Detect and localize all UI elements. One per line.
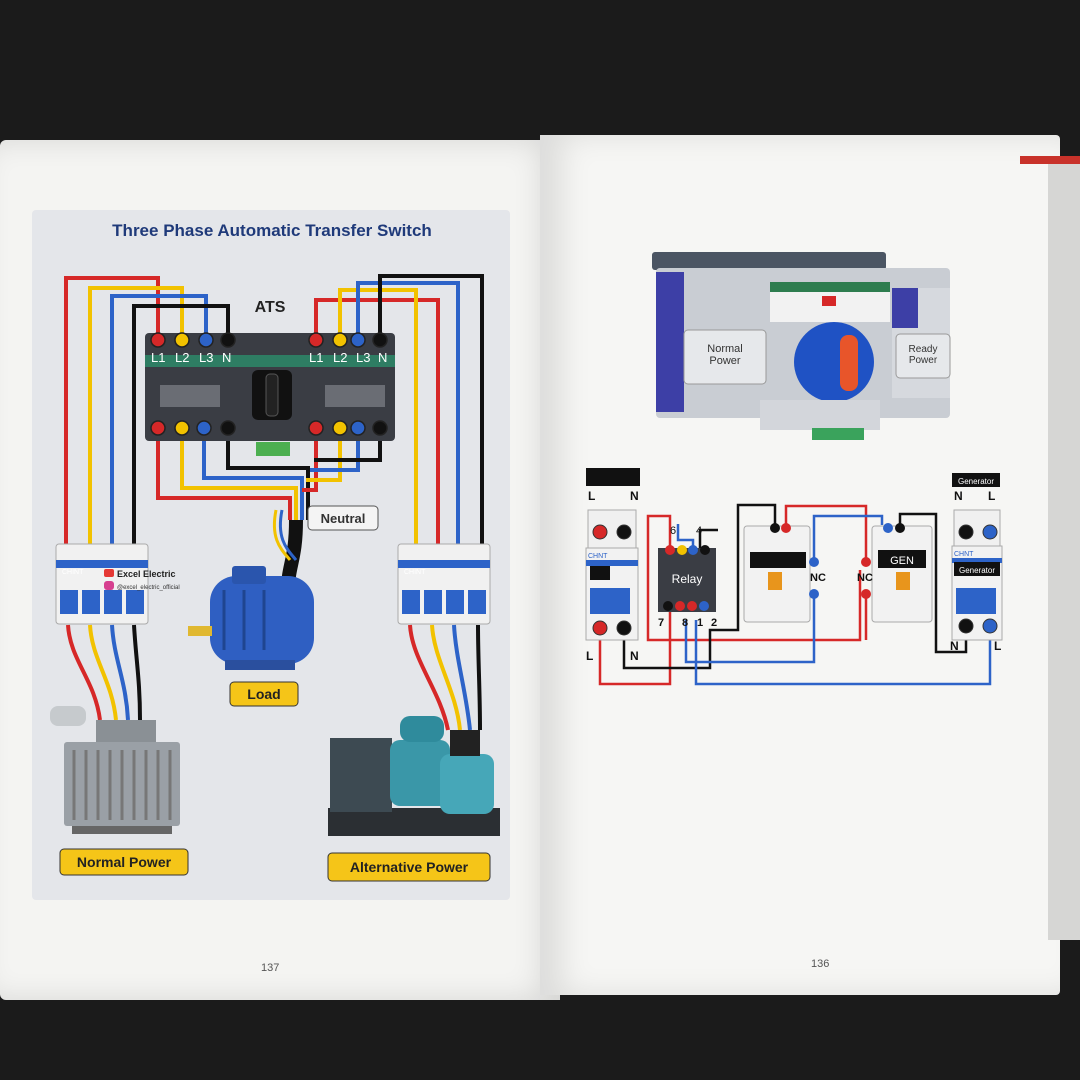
left-breaker — [55, 543, 149, 625]
relay-module — [658, 545, 716, 612]
ready-power-plate-line1: Ready — [909, 344, 938, 355]
youtube-icon — [104, 569, 114, 577]
ready-power-plate-line2: Power — [909, 355, 938, 366]
gen-out-L-label: L — [994, 639, 1001, 653]
relay-pin-6: 6 — [670, 525, 676, 537]
transformer-icon — [50, 706, 180, 834]
alternative-power-label-box — [327, 852, 491, 882]
source-wires — [66, 624, 482, 731]
relay-pin-4: 4 — [696, 525, 702, 537]
bookmark-tab — [1020, 156, 1080, 164]
relay-pin-7: 7 — [658, 617, 664, 629]
neutral-label: Neutral — [321, 511, 366, 526]
breaker-brand-label: CHINT — [62, 569, 84, 576]
ats-top-terminals — [150, 332, 388, 348]
generator-L-terminal — [982, 524, 998, 540]
mains-out-L-label: L — [586, 649, 593, 663]
ats-label: ATS — [255, 299, 286, 316]
poster-title: Three Phase Automatic Transfer Switch — [112, 221, 432, 240]
load-label-box — [229, 681, 299, 707]
terminal-label: L1 — [151, 350, 165, 365]
generator-breaker — [951, 545, 1003, 641]
mains-out-N-label: N — [630, 649, 639, 663]
nc-label-right: NC — [857, 572, 873, 584]
generator-icon — [328, 716, 500, 836]
mains-N-label: N — [630, 489, 639, 503]
relay-pin-2: 2 — [711, 617, 717, 629]
generator-N-terminal — [958, 524, 974, 540]
terminal-label: L2 — [175, 350, 189, 365]
mains-L-terminal — [592, 524, 608, 540]
ats-body — [145, 333, 395, 456]
normal-power-label: Normal Power — [77, 854, 172, 870]
normal-power-label-box — [59, 848, 189, 876]
dual-power-ats-device — [652, 252, 951, 440]
watermark-handle: @excel_electric_official — [117, 585, 180, 591]
normal-power-plate-line1: Normal — [707, 343, 742, 355]
load-label: Load — [247, 686, 280, 702]
instagram-icon — [104, 581, 114, 590]
generator-header-bar — [952, 473, 1000, 487]
mains-contactor — [743, 523, 819, 623]
gen-contactor-label: GEN — [890, 555, 914, 567]
terminal-label: L3 — [356, 350, 370, 365]
neutral-label-box — [307, 505, 379, 531]
terminal-label: N — [378, 350, 387, 365]
relay-pin-8: 8 — [682, 617, 688, 629]
ats-input-terminal-labels: L1 L2 L3 N — [151, 350, 231, 365]
control-wiring — [598, 503, 992, 686]
ats-output-terminal-labels: L1 L2 L3 N — [309, 350, 387, 365]
breaker-brand-label: CHNT — [954, 551, 974, 558]
mains-header-bar — [586, 468, 640, 486]
terminal-label: N — [222, 350, 231, 365]
terminal-label: L1 — [309, 350, 323, 365]
mains-breaker — [585, 547, 639, 641]
nc-label-left: NC — [810, 572, 826, 584]
generator-N-label: N — [954, 489, 963, 503]
breaker-brand-label: CHNT — [588, 553, 608, 560]
generator-breaker-label: Generator — [959, 566, 995, 575]
mains-L-label: L — [588, 489, 595, 503]
page-number-right: 136 — [811, 958, 830, 970]
page-number-left: 137 — [261, 962, 280, 974]
normal-power-plate-line2: Power — [709, 355, 741, 367]
output-wires — [314, 274, 484, 545]
right-breaker — [397, 543, 491, 625]
gen-out-N-label: N — [950, 639, 959, 653]
terminal-label: L3 — [199, 350, 213, 365]
mains-N-terminal — [616, 524, 632, 540]
load-motor — [188, 566, 314, 670]
generator-contactor — [861, 523, 933, 623]
alternative-power-label: Alternative Power — [350, 859, 469, 875]
generator-L-label: L — [988, 489, 995, 503]
ats-bottom-terminals — [150, 420, 388, 436]
relay-pin-1: 1 — [697, 617, 703, 629]
generator-header-label: Generator — [958, 477, 994, 486]
breaker-brand-label: CHINT — [404, 569, 426, 576]
input-wires — [64, 276, 230, 545]
book-cover-edge — [1048, 160, 1080, 940]
watermark-channel: Excel Electric — [117, 569, 176, 579]
terminal-label: L2 — [333, 350, 347, 365]
load-wires — [156, 430, 382, 591]
relay-label: Relay — [672, 572, 703, 586]
